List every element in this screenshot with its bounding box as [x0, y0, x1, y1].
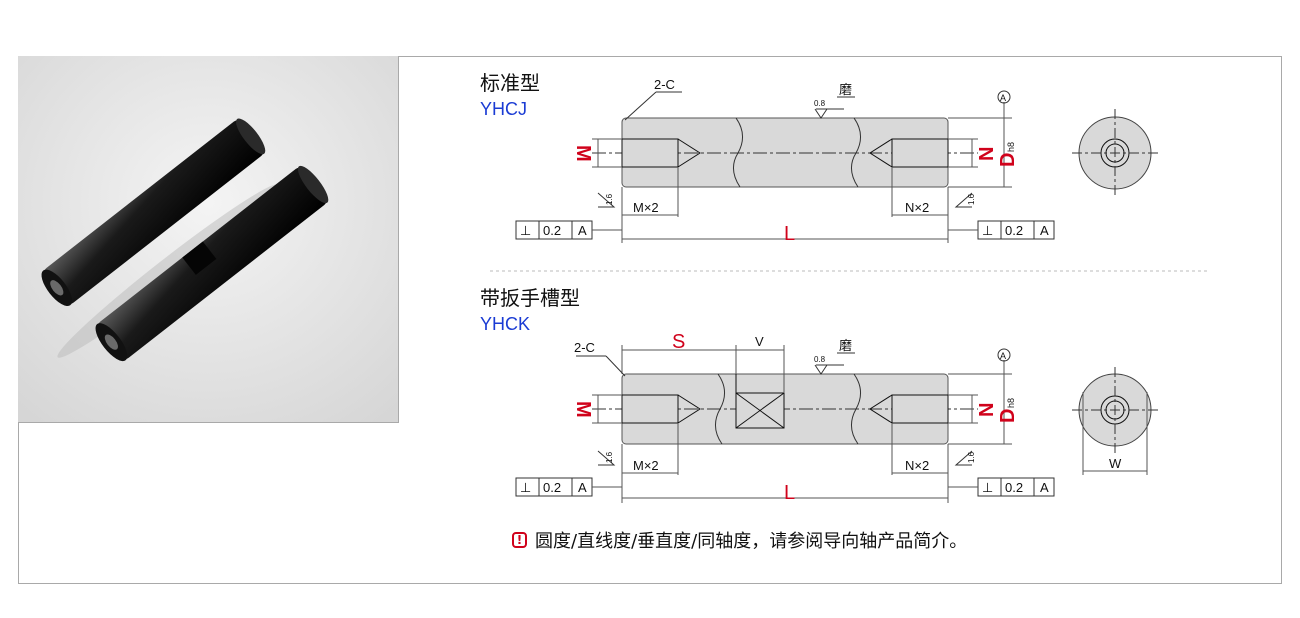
product-photo	[18, 56, 399, 423]
standard-grind-roughness: 0.8	[814, 99, 826, 108]
standard-dim-d: D	[997, 153, 1019, 167]
wrench-chamfer-label: 2-C	[574, 340, 595, 355]
standard-roughness-left: 1.6	[605, 193, 614, 205]
wrench-tol-value-right: 0.2	[1005, 480, 1023, 495]
standard-tol-value-left: 0.2	[543, 223, 561, 238]
standard-tol-symbol-left: ⊥	[520, 223, 531, 238]
wrench-dim-s: S	[672, 331, 685, 353]
wrench-dim-d-sub: h8	[1006, 398, 1016, 408]
standard-depth-n: N×2	[905, 200, 929, 215]
standard-datum-label: A	[1000, 93, 1006, 103]
standard-tol-datum-right: A	[1040, 223, 1049, 238]
standard-grind-label: 磨	[839, 82, 852, 97]
standard-drawing	[515, 90, 1158, 243]
wrench-dim-n: N	[976, 403, 998, 417]
standard-type-name: 标准型	[480, 72, 540, 95]
standard-dim-m: M	[572, 145, 594, 162]
wrench-datum-label: A	[1000, 351, 1006, 361]
wrench-roughness-left: 1.6	[605, 451, 614, 463]
standard-tol-symbol-right: ⊥	[982, 223, 993, 238]
standard-dim-d-sub: h8	[1006, 142, 1016, 152]
wrench-model-code: YHCK	[480, 314, 530, 334]
wrench-tol-symbol-right: ⊥	[982, 480, 993, 495]
exclamation-warning-icon: !	[512, 532, 527, 548]
standard-depth-m: M×2	[633, 200, 659, 215]
wrench-drawing	[515, 345, 1158, 503]
technical-drawing: 标准型 YHCJ 2-C 磨 0.8 A M N D h8 1.6 1.6 M×…	[400, 57, 1280, 583]
standard-roughness-right: 1.6	[967, 193, 976, 205]
standard-tol-datum-left: A	[578, 223, 587, 238]
drawing-canvas: 标准型 YHCJ 2-C 磨 0.8 A M N D h8 1.6 1.6 M×…	[480, 72, 1208, 504]
standard-chamfer-label: 2-C	[654, 77, 675, 92]
wrench-depth-n: N×2	[905, 458, 929, 473]
wrench-depth-m: M×2	[633, 458, 659, 473]
wrench-grind-label: 磨	[839, 338, 852, 353]
standard-model-code: YHCJ	[480, 99, 527, 119]
wrench-grind-roughness: 0.8	[814, 355, 826, 364]
standard-dim-n: N	[976, 147, 998, 161]
wrench-tol-symbol-left: ⊥	[520, 480, 531, 495]
reference-note-text: 圆度/直线度/垂直度/同轴度，请参阅导向轴产品简介。	[535, 531, 968, 552]
wrench-dim-m: M	[572, 401, 594, 418]
wrench-length: L	[784, 482, 795, 504]
wrench-roughness-right: 1.6	[967, 451, 976, 463]
wrench-tol-value-left: 0.2	[543, 480, 561, 495]
shaft-photo-icon	[18, 56, 398, 422]
wrench-dim-v: V	[755, 334, 764, 349]
standard-length: L	[784, 223, 795, 245]
reference-note: ! 圆度/直线度/垂直度/同轴度，请参阅导向轴产品简介。	[512, 527, 967, 553]
wrench-dim-d: D	[997, 409, 1019, 423]
wrench-tol-datum-right: A	[1040, 480, 1049, 495]
standard-tol-value-right: 0.2	[1005, 223, 1023, 238]
wrench-tol-datum-left: A	[578, 480, 587, 495]
wrench-dim-w: W	[1109, 456, 1122, 471]
wrench-type-name: 带扳手槽型	[480, 287, 580, 310]
